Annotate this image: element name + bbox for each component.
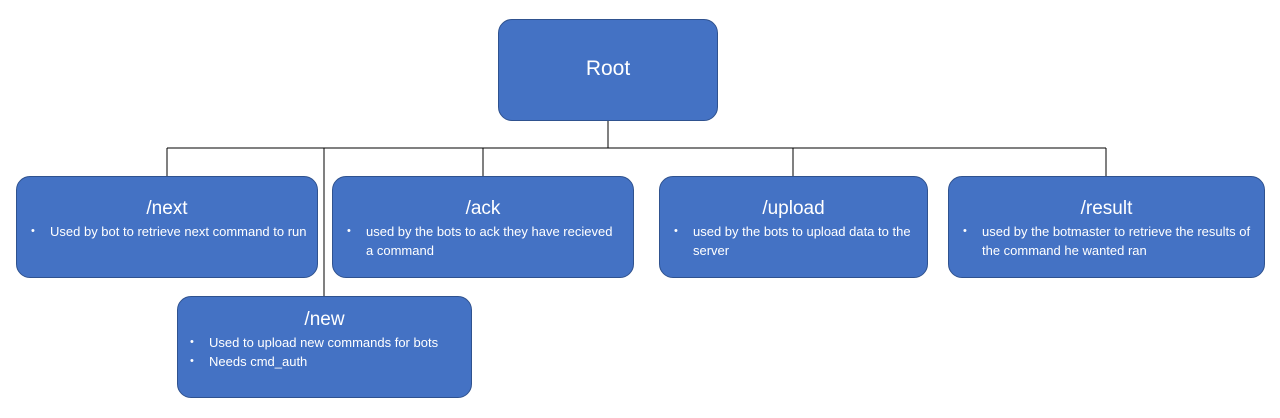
bullet-dot-icon: • [190, 336, 194, 348]
next-node: /next •Used by bot to retrieve next comm… [16, 176, 318, 278]
bullet-dot-icon: • [190, 355, 194, 367]
bullet-dot-icon: • [963, 225, 967, 237]
next-node-bullet: •Used by bot to retrieve next command to… [31, 224, 307, 239]
bullet-dot-icon: • [31, 225, 35, 237]
result-node-title: /result [1080, 198, 1133, 219]
new-node-bullet: •Needs cmd_auth [190, 354, 308, 369]
bullet-dot-icon: • [674, 225, 678, 237]
new-node-bullet: •Used to upload new commands for bots [190, 335, 439, 350]
next-node-bullets: •Used by bot to retrieve next command to… [17, 222, 317, 241]
upload-node: /upload •used by the bots to upload data… [659, 176, 928, 278]
upload-node-title: /upload [762, 198, 825, 219]
bullet-dot-icon: • [347, 225, 351, 237]
new-node-title: /new [304, 309, 345, 330]
new-node: /new •Used to upload new commands for bo… [177, 296, 472, 398]
root-node-title: Root [585, 57, 631, 80]
result-node: /result •used by the botmaster to retrie… [948, 176, 1265, 278]
root-node: Root [498, 19, 718, 121]
next-node-title: /next [146, 198, 188, 219]
result-node-bullet: •used by the botmaster to retrieve the r… [963, 224, 1251, 258]
ack-node-bullets: •used by the bots to ack they have recie… [333, 222, 633, 260]
ack-node-title: /ack [465, 198, 501, 219]
result-node-bullets: •used by the botmaster to retrieve the r… [949, 222, 1264, 260]
upload-node-bullet: •used by the bots to upload data to the … [674, 224, 911, 258]
new-node-bullets: •Used to upload new commands for bots •N… [178, 333, 471, 371]
ack-node: /ack •used by the bots to ack they have … [332, 176, 634, 278]
upload-node-bullets: •used by the bots to upload data to the … [660, 222, 927, 260]
ack-node-bullet: •used by the bots to ack they have recie… [347, 224, 613, 258]
